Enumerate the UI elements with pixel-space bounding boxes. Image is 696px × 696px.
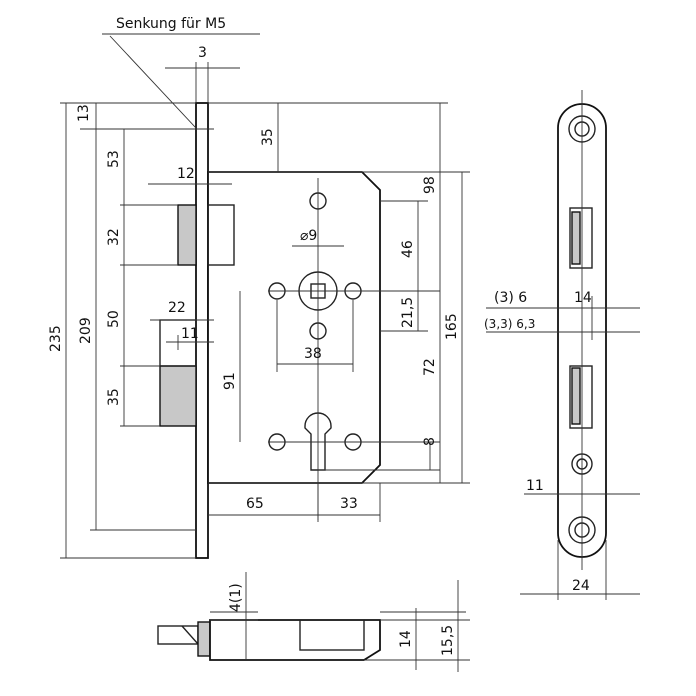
bolt-tongue <box>157 625 199 645</box>
side-dimension-labels: (3) 6 (3,3) 6,3 14 11 24 <box>484 290 592 594</box>
label-side-11: 11 <box>526 478 544 494</box>
label-35-bottom: 35 <box>106 388 122 406</box>
latch-bolt <box>177 204 197 266</box>
bottom-view <box>157 572 470 672</box>
dead-bolt <box>159 365 197 427</box>
label-countersink: Senkung für M5 <box>116 16 226 32</box>
bolt-opening <box>569 365 593 429</box>
faceplate-bottom <box>197 621 211 657</box>
label-side-24: 24 <box>572 578 590 594</box>
label-50: 50 <box>106 310 122 328</box>
label-bottom-15-5: 15,5 <box>440 625 456 656</box>
label-8: 8 <box>422 437 438 446</box>
label-35-top: 35 <box>260 128 276 146</box>
label-side-3-6: (3) 6 <box>494 290 527 306</box>
label-165: 165 <box>444 313 460 340</box>
label-98: 98 <box>422 176 438 194</box>
label-11-left: 11 <box>181 326 199 342</box>
label-bottom-4-1: 4(1) <box>228 583 244 612</box>
side-view <box>486 90 640 600</box>
label-bottom-14: 14 <box>398 630 414 648</box>
front-view <box>159 102 440 559</box>
case-bottom-slot <box>299 619 365 651</box>
bolt-opening-inner <box>571 367 581 425</box>
label-side-14: 14 <box>574 290 592 306</box>
label-3: 3 <box>198 45 207 61</box>
label-72: 72 <box>422 358 438 376</box>
front-dimension-labels: Senkung für M5 3 13 35 53 12 98 32 ⌀9 46… <box>48 16 460 512</box>
label-209: 209 <box>78 317 94 344</box>
bottom-dimension-labels: 4(1) 14 15,5 <box>228 583 456 656</box>
label-46: 46 <box>400 240 416 258</box>
front-dimensions <box>60 33 470 559</box>
label-235: 235 <box>48 325 64 352</box>
label-12: 12 <box>177 166 195 182</box>
label-dia-9: ⌀9 <box>300 228 317 244</box>
label-13: 13 <box>76 104 92 122</box>
label-22: 22 <box>168 300 186 316</box>
latch-opening-inner <box>571 211 581 265</box>
label-21-5: 21,5 <box>400 297 416 328</box>
label-65: 65 <box>246 496 264 512</box>
latch-bolt-inner <box>207 204 235 266</box>
latch-opening <box>569 207 593 269</box>
label-side-3-3-6-3: (3,3) 6,3 <box>484 317 535 331</box>
label-91: 91 <box>222 372 238 390</box>
label-32: 32 <box>106 228 122 246</box>
case-bottom <box>209 619 381 661</box>
label-38: 38 <box>304 346 322 362</box>
label-53: 53 <box>106 150 122 168</box>
label-33: 33 <box>340 496 358 512</box>
